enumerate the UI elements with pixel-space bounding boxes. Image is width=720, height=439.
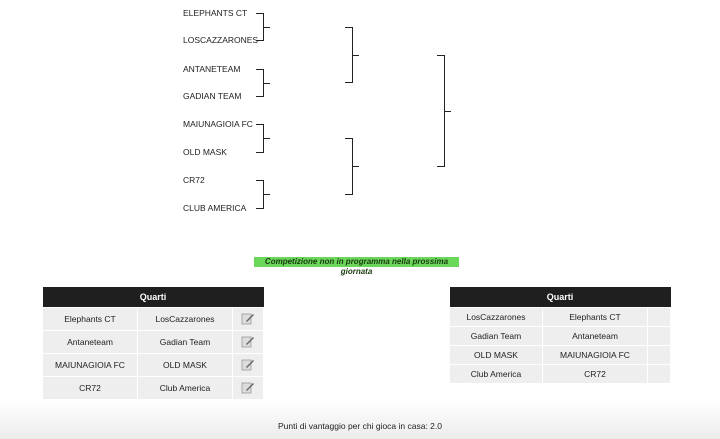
bracket-line: [256, 152, 263, 153]
bracket-line: [256, 69, 263, 70]
bracket-line: [345, 27, 352, 28]
bracket-line: [437, 166, 444, 167]
bracket-line: [256, 124, 263, 125]
bracket-line: [256, 13, 263, 14]
away-team: Gadian Team: [137, 330, 233, 354]
bracket-line: [263, 83, 270, 84]
bracket-team: ELEPHANTS CT: [183, 8, 248, 18]
bracket-line: [256, 208, 263, 209]
bracket-line: [263, 194, 270, 195]
bracket-line: [345, 194, 352, 195]
bracket-team: OLD MASK: [183, 147, 227, 157]
away-team: Elephants CT: [542, 307, 648, 327]
bracket-line: [263, 27, 270, 28]
away-team: MAIUNAGIOIA FC: [542, 345, 648, 365]
bracket-line: [345, 138, 352, 139]
bracket-line: [444, 111, 451, 112]
empty-cell: [647, 307, 671, 327]
bracket-line: [256, 40, 263, 41]
empty-cell: [647, 345, 671, 365]
home-team: MAIUNAGIOIA FC: [42, 353, 138, 377]
bracket-line: [352, 166, 359, 167]
home-team: Club America: [449, 364, 543, 384]
edit-button[interactable]: [232, 330, 264, 354]
bracket-line: [437, 55, 444, 56]
away-team: Club America: [137, 376, 233, 400]
bracket-line: [352, 55, 359, 56]
table-title: Quarti: [42, 287, 264, 308]
home-team: OLD MASK: [449, 345, 543, 365]
home-advantage-text: Punti di vantaggio per chi gioca in casa…: [278, 421, 442, 431]
bracket-team: LOSCAZZARONES: [183, 35, 259, 45]
bracket-line: [345, 82, 352, 83]
table-title: Quarti: [449, 287, 671, 308]
bracket-team: CR72: [183, 175, 205, 185]
edit-icon: [241, 381, 255, 394]
empty-cell: [647, 364, 671, 384]
bracket-team: ANTANETEAM: [183, 64, 241, 74]
edit-icon: [241, 335, 255, 348]
bracket-line: [263, 138, 270, 139]
bracket-line: [256, 96, 263, 97]
empty-cell: [647, 326, 671, 346]
bracket-team: MAIUNAGIOIA FC: [183, 119, 253, 129]
away-team: LosCazzarones: [137, 307, 233, 331]
home-team: LosCazzarones: [449, 307, 543, 327]
footer: [0, 400, 720, 439]
home-team: Elephants CT: [42, 307, 138, 331]
edit-button[interactable]: [232, 376, 264, 400]
bracket-line: [256, 180, 263, 181]
away-team: CR72: [542, 364, 648, 384]
home-team: Gadian Team: [449, 326, 543, 346]
bracket-team: CLUB AMERICA: [183, 203, 247, 213]
home-team: Antaneteam: [42, 330, 138, 354]
notice-banner: Competizione non in programma nella pros…: [254, 257, 459, 276]
edit-icon: [241, 358, 255, 371]
away-team: Antaneteam: [542, 326, 648, 346]
away-team: OLD MASK: [137, 353, 233, 377]
edit-button[interactable]: [232, 353, 264, 377]
edit-icon: [241, 312, 255, 325]
edit-button[interactable]: [232, 307, 264, 331]
bracket-team: GADIAN TEAM: [183, 91, 242, 101]
home-team: CR72: [42, 376, 138, 400]
